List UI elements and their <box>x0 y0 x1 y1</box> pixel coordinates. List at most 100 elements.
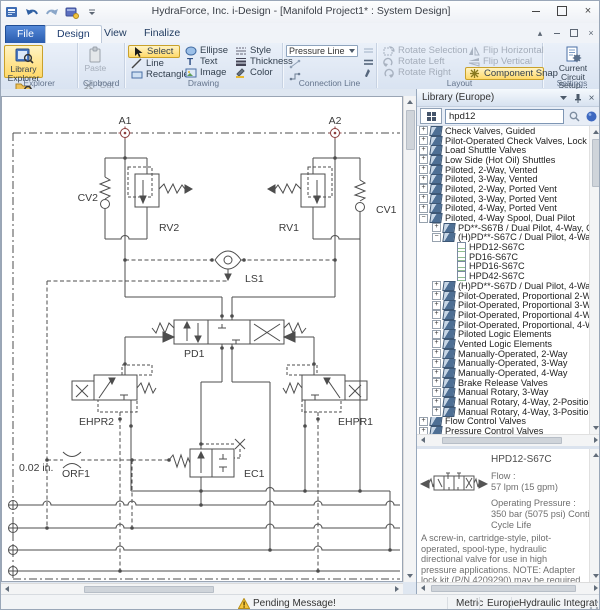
expand-icon[interactable]: + <box>432 378 441 388</box>
expand-icon[interactable]: + <box>419 184 428 194</box>
tree-item[interactable]: +Pilot-Operated Check Valves, Lock Valve… <box>417 135 589 146</box>
expand-icon[interactable]: + <box>419 155 428 165</box>
tree-item[interactable]: +Piloted, 2-Way, Vented <box>417 164 589 175</box>
expand-icon[interactable]: + <box>432 387 441 397</box>
maximize-button[interactable] <box>553 4 571 18</box>
expand-icon[interactable]: + <box>419 194 428 204</box>
tree-item[interactable]: HPD16-S67C <box>417 261 589 272</box>
tree-item[interactable]: +Flow Control Valves <box>417 416 589 427</box>
region-field[interactable]: Europe <box>487 598 520 609</box>
expand-icon[interactable]: + <box>432 291 441 301</box>
tree-item[interactable]: +Manual Rotary, 4-Way, 3-Position <box>417 406 589 417</box>
draw-connection-elbow-button[interactable] <box>286 70 358 81</box>
expand-icon[interactable]: + <box>432 358 441 368</box>
scroll-left-icon[interactable] <box>417 582 429 594</box>
schematic-canvas[interactable]: A1 A2 CV2 RV2 RV1 CV1 LS1 PD1 EHPR2 EHPR… <box>1 96 403 582</box>
tree-item[interactable]: −(H)PD**-S67C / Dual Pilot, 4-Way, Close… <box>417 232 589 243</box>
flip-vertical-button[interactable]: Flip Vertical <box>465 56 544 67</box>
component-orf1[interactable] <box>47 451 169 469</box>
tree-item[interactable]: +Low Side (Hot Oil) Shuttles <box>417 155 589 165</box>
expand-icon[interactable]: + <box>419 145 428 155</box>
tree-item[interactable]: −Piloted, 4-Way Spool, Dual Pilot <box>417 213 589 223</box>
tree-item[interactable]: PD16-S67C <box>417 251 589 262</box>
scroll-left-icon[interactable] <box>1 583 13 595</box>
tree-vertical-scrollbar[interactable] <box>589 126 599 434</box>
search-icon[interactable] <box>567 111 581 122</box>
tree-item[interactable]: +Check Valves, Guided <box>417 126 589 136</box>
panel-splitter[interactable] <box>417 446 599 449</box>
draw-connection-line-button[interactable] <box>286 58 358 69</box>
scroll-up-icon[interactable] <box>590 126 599 138</box>
ellipse-button[interactable]: Ellipse <box>182 45 230 56</box>
expand-icon[interactable]: + <box>419 416 428 426</box>
tree-item[interactable]: +Load Shuttle Valves <box>417 145 589 156</box>
redo-icon[interactable] <box>44 4 60 20</box>
tree-item[interactable]: +Pilot-Operated, Proportional 2-Way <box>417 290 589 301</box>
expand-icon[interactable]: + <box>432 339 441 349</box>
tab-view[interactable]: View <box>104 27 127 39</box>
minimize-button[interactable] <box>527 4 545 18</box>
undo-icon[interactable] <box>24 4 40 20</box>
text-button[interactable]: T Text <box>182 56 230 67</box>
line-pen-icon[interactable] <box>361 68 376 78</box>
component-cv2[interactable] <box>98 157 147 239</box>
component-pd1[interactable] <box>151 319 307 345</box>
flip-horizontal-button[interactable]: Flip Horizontal <box>465 45 544 56</box>
component-ec1[interactable] <box>168 438 246 478</box>
expand-icon[interactable]: + <box>419 203 428 213</box>
scroll-right-icon[interactable] <box>590 434 599 446</box>
tree-item[interactable]: +Manually-Operated, 2-Way <box>417 348 589 359</box>
expand-icon[interactable]: + <box>419 126 428 136</box>
canvas-vertical-scrollbar[interactable] <box>403 96 416 582</box>
component-rv2[interactable] <box>127 158 194 239</box>
expand-icon[interactable]: + <box>432 223 441 233</box>
port-a1[interactable] <box>118 126 132 140</box>
tree-item[interactable]: +Manually-Operated, 3-Way <box>417 358 589 369</box>
image-button[interactable]: Image <box>182 67 230 78</box>
expand-icon[interactable]: + <box>432 349 441 359</box>
collapse-icon[interactable]: − <box>419 213 428 223</box>
line-button[interactable]: Line <box>128 58 180 69</box>
close-panel-icon[interactable]: × <box>588 92 595 104</box>
tab-file[interactable]: File <box>5 25 46 44</box>
rotate-right-button[interactable]: Rotate Right <box>380 67 463 78</box>
detail-vertical-scrollbar[interactable] <box>589 449 599 582</box>
tree-item[interactable]: +Piloted, 3-Way, Vented <box>417 174 589 185</box>
line-style-thick-icon[interactable] <box>361 57 376 67</box>
component-snap-button[interactable]: Component Snap <box>465 67 558 80</box>
tree-item[interactable]: +Piloted, 3-Way, Ported Vent <box>417 193 589 204</box>
document-minimize-icon[interactable] <box>552 28 562 38</box>
component-ls1[interactable] <box>125 250 335 282</box>
tree-item[interactable]: +Manual Rotary, 4-Way, 2-Position <box>417 397 589 407</box>
view-mode-grid-button[interactable] <box>420 108 442 124</box>
tree-item[interactable]: +Manually-Operated, 4-Way <box>417 368 589 378</box>
tree-horizontal-scrollbar[interactable] <box>417 434 599 446</box>
close-button[interactable]: × <box>584 5 592 17</box>
tab-design[interactable]: Design <box>45 25 102 44</box>
tree-item[interactable]: +Pilot-Operated, Proportional 3-Way <box>417 300 589 311</box>
expand-icon[interactable]: + <box>432 320 441 330</box>
component-ehpr1[interactable] <box>282 364 368 413</box>
tree-item[interactable]: +Pilot-Operated, Proportional, 4-Way, 3-… <box>417 319 589 330</box>
search-input[interactable]: hpd12 <box>445 108 564 124</box>
tree-item[interactable]: +Piloted, 2-Way, Ported Vent <box>417 184 589 194</box>
ribbon-collapse-icon[interactable]: ▴ <box>537 27 543 38</box>
messages-icon[interactable] <box>64 4 80 20</box>
component-cv1[interactable] <box>353 158 367 491</box>
scroll-right-icon[interactable] <box>391 583 403 595</box>
component-ehpr2[interactable] <box>71 364 157 413</box>
expand-icon[interactable]: + <box>432 329 441 339</box>
style-button[interactable]: Style <box>232 45 284 56</box>
expand-icon[interactable]: + <box>432 368 441 378</box>
tree-item[interactable]: +Brake Release Valves <box>417 377 589 388</box>
app-logo-icon[interactable] <box>4 4 20 20</box>
scroll-down-icon[interactable] <box>404 570 416 582</box>
scroll-down-icon[interactable] <box>590 422 599 434</box>
collapse-icon[interactable]: − <box>432 232 441 242</box>
tree-item[interactable]: +Vented Logic Elements <box>417 339 589 349</box>
library-panel-header[interactable]: Library (Europe) × <box>417 89 599 107</box>
tree-item[interactable]: +Pilot-Operated, Proportional 4-Way <box>417 310 589 320</box>
line-type-dropdown[interactable]: Pressure Line <box>286 45 358 57</box>
component-rv1[interactable] <box>266 157 360 239</box>
expand-icon[interactable]: + <box>432 407 441 417</box>
